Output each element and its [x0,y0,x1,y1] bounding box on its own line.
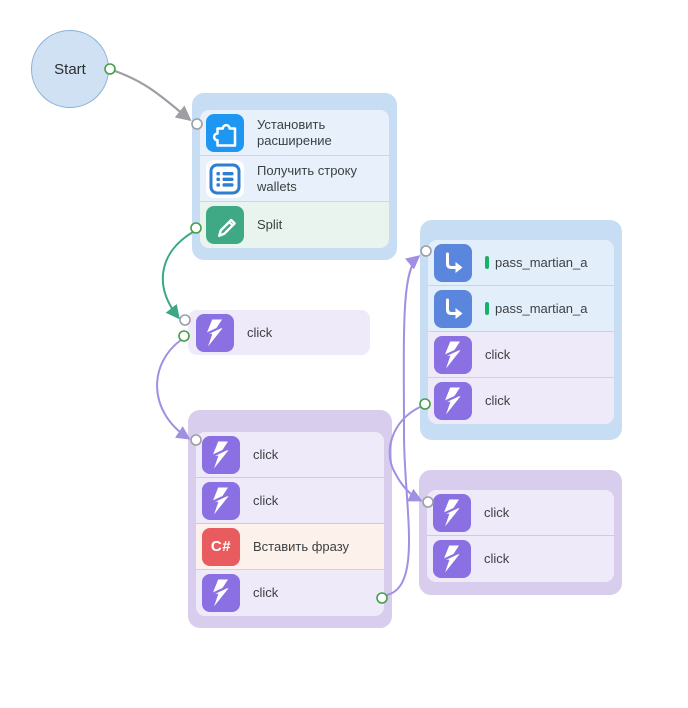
start-label: Start [54,60,86,78]
node-label: Split [257,217,283,233]
csharp-icon: C# [202,527,240,566]
group-click-sequence[interactable]: click click C# Вставить фразу [188,410,392,628]
node-label: click [484,551,510,567]
node-label: click [484,504,510,520]
port-final-input[interactable] [422,496,434,508]
edge-password-to-final[interactable] [388,406,423,502]
lightning-icon [433,493,471,532]
node-label: pass_martian_a [495,300,588,316]
node-label: click [485,346,511,362]
edge-click-sequence-to-password[interactable] [386,255,421,596]
pencil-icon [206,206,244,244]
green-marker-bar [485,255,489,269]
port-password-output[interactable] [419,398,431,410]
start-node[interactable]: Start [31,30,109,108]
node-click-single[interactable]: click [188,310,370,355]
port-click-input[interactable] [179,314,191,326]
edge-split-to-click[interactable] [161,231,194,320]
node-insert-phrase[interactable]: C# Вставить фразу [196,524,384,570]
node-label: click [253,492,279,508]
port-click-sequence-input[interactable] [190,434,202,446]
node-click[interactable]: click [196,432,384,478]
group-final-clicks[interactable]: click click [419,470,622,595]
port-password-input[interactable] [420,245,432,257]
lightning-icon [434,335,472,374]
node-click[interactable]: click [196,570,384,616]
list-icon [206,159,244,198]
edge-start-to-setup[interactable] [114,69,192,122]
node-click[interactable]: click [428,378,614,424]
node-pass-martian[interactable]: pass_martian_a [428,240,614,286]
lightning-icon [202,435,240,474]
lightning-icon [202,481,240,520]
port-click-sequence-output[interactable] [376,592,388,604]
goto-arrow-icon [434,289,472,328]
group-password[interactable]: pass_martian_a pass_martian_a [420,220,622,440]
green-marker-bar [485,301,489,315]
lightning-icon [202,574,240,612]
node-label: click [485,393,511,409]
node-label: Вставить фразу [253,538,350,554]
node-label: click [253,446,279,462]
node-pass-martian[interactable]: pass_martian_a [428,286,614,332]
node-label: click [253,585,279,601]
node-click[interactable]: click [428,332,614,378]
node-split[interactable]: Split [200,202,389,248]
node-label: click [247,324,273,340]
lightning-icon [433,540,471,578]
puzzle-icon [206,113,244,152]
node-click[interactable]: click [427,536,614,582]
port-setup-input[interactable] [191,118,203,130]
lightning-icon [434,382,472,420]
node-install-extension[interactable]: Установить расширение [200,110,389,156]
node-get-wallets[interactable]: Получить строку wallets [200,156,389,202]
node-label: Установить расширение [257,117,332,148]
port-split-output[interactable] [190,222,202,234]
port-click-output[interactable] [178,330,190,342]
lightning-icon [196,313,234,352]
goto-arrow-icon [434,243,472,282]
port-start-output[interactable] [104,63,116,75]
node-label: pass_martian_a [495,254,588,270]
node-click[interactable]: click [196,478,384,524]
node-click[interactable]: click [427,490,614,536]
edge-click-to-click-sequence[interactable] [156,339,191,440]
node-label: Получить строку wallets [257,163,357,194]
group-setup[interactable]: Установить расширение Получить строку wa… [192,93,397,260]
